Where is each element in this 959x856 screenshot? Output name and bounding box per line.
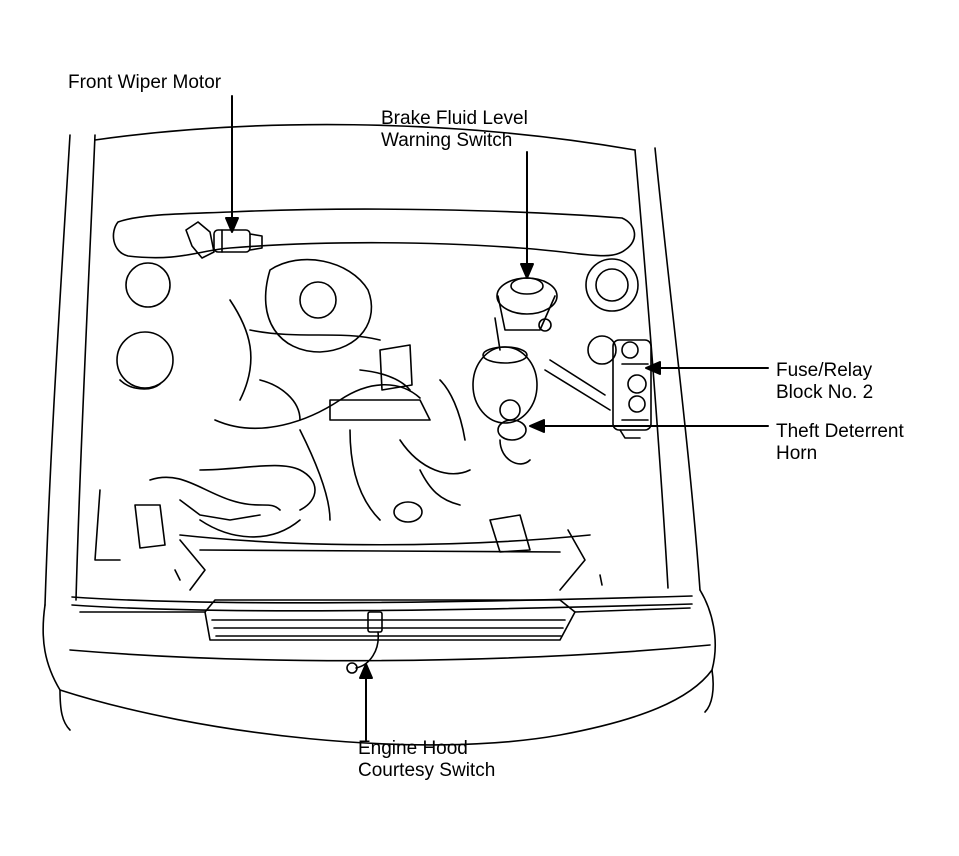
leader-lines xyxy=(225,95,769,741)
hood-switch-line1: Engine Hood xyxy=(358,738,468,759)
radiator-support xyxy=(94,489,603,591)
fuse-relay-line2: Block No. 2 xyxy=(776,382,874,403)
theft-deterrent-horn-label: Theft Deterrent Horn xyxy=(776,421,904,465)
grille-and-bumper xyxy=(69,595,711,662)
fuse-relay-block-part xyxy=(612,339,652,439)
hood-switch-line2: Courtesy Switch xyxy=(358,760,496,781)
brake-fluid-line1: Brake Fluid Level xyxy=(381,108,528,129)
engine-hood-courtesy-switch-label: Engine Hood Courtesy Switch xyxy=(358,738,495,782)
fuse-relay-block-label: Fuse/Relay Block No. 2 xyxy=(776,360,873,404)
right-strut-tower xyxy=(585,258,639,365)
fuse-relay-line1: Fuse/Relay xyxy=(776,360,873,381)
theft-horn-line1: Theft Deterrent xyxy=(776,421,904,442)
hood-switch-part xyxy=(346,611,383,674)
brake-reservoir-part xyxy=(494,277,558,351)
front-wiper-motor-text: Front Wiper Motor xyxy=(68,72,222,93)
wiper-motor-part xyxy=(185,221,263,259)
front-wiper-motor-label: Front Wiper Motor xyxy=(68,72,221,94)
cowl-panel xyxy=(112,208,636,259)
brake-fluid-line2: Warning Switch xyxy=(381,130,513,151)
theft-horn-line2: Horn xyxy=(776,443,818,464)
brake-fluid-level-warning-switch-label: Brake Fluid Level Warning Switch xyxy=(381,108,528,152)
engine-block-sketch xyxy=(116,258,471,538)
brake-booster-part xyxy=(472,346,611,465)
body-outline xyxy=(42,123,717,746)
